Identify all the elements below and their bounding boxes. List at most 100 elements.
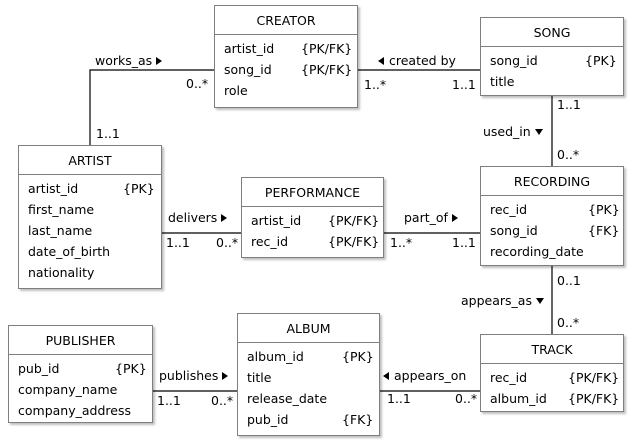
attribute-name: first_name (28, 202, 95, 217)
entity-performance[interactable]: PERFORMANCE artist_id{PK/FK} rec_id{PK/F… (241, 177, 384, 258)
arrow-right-icon (451, 214, 458, 222)
entity-title: CREATOR (215, 6, 357, 35)
cardinality: 1..1 (557, 97, 581, 112)
attribute-row: rec_id {PK/FK} (242, 231, 383, 252)
attribute-key: {PK} (588, 202, 620, 217)
attribute-row: song_id{PK} (481, 50, 623, 71)
attribute-name: rec_id (490, 370, 528, 385)
cardinality: 1..1 (387, 391, 411, 406)
attribute-key: {PK} (115, 361, 147, 376)
arrow-right-icon (221, 214, 228, 222)
attribute-row: title (481, 71, 623, 92)
attribute-name: company_name (18, 382, 118, 397)
cardinality: 0..* (211, 393, 234, 408)
attribute-name: artist_id (224, 41, 275, 56)
cardinality: 1..* (390, 235, 413, 250)
attribute-key: {PK} (342, 349, 374, 364)
attribute-row: last_name (19, 220, 161, 241)
entity-title: ALBUM (238, 314, 379, 343)
attribute-row: recording_date (481, 241, 623, 262)
cardinality: 1..1 (166, 235, 190, 250)
attribute-key: {PK/FK} (568, 391, 620, 406)
attribute-row: song_id {FK} (481, 220, 623, 241)
entity-album[interactable]: ALBUM album_id {PK} title release_date pu… (237, 313, 380, 436)
attribute-row: company_name (9, 379, 152, 400)
entity-song[interactable]: SONG song_id{PK} title (480, 17, 624, 96)
entity-title: PUBLISHER (9, 326, 152, 355)
entity-artist[interactable]: ARTIST artist_id {PK} first_name last_nam… (18, 145, 162, 289)
attribute-row: first_name (19, 199, 161, 220)
attribute-name: album_id (247, 349, 304, 364)
arrow-down-icon (535, 298, 544, 304)
attribute-name: recording_date (490, 244, 584, 259)
attribute-row: title (238, 367, 379, 388)
arrow-down-icon (534, 129, 543, 135)
attribute-row: role (215, 80, 357, 101)
cardinality: 1..1 (157, 393, 181, 408)
attribute-name: last_name (28, 223, 93, 238)
cardinality: 0..* (455, 391, 478, 406)
attribute-row: artist_id {PK/FK} (242, 210, 383, 231)
relationship-label: part_of (404, 210, 448, 225)
attribute-name: artist_id (28, 181, 79, 196)
relationship-label: created by (389, 53, 456, 68)
cardinality: 0..* (186, 76, 209, 91)
attribute-name: artist_id (251, 213, 302, 228)
cardinality: 0..* (557, 315, 580, 330)
entity-title: ARTIST (19, 146, 161, 175)
attribute-row: company_address (9, 400, 152, 421)
attribute-name: release_date (247, 391, 328, 406)
attribute-row: album_id {PK} (238, 346, 379, 367)
attribute-name: role (224, 83, 248, 98)
relationship-appears-as: appears_as (461, 293, 544, 308)
attribute-name: rec_id (251, 234, 289, 249)
attribute-name: date_of_birth (28, 244, 111, 259)
relationship-label: appears_on (394, 368, 467, 383)
attribute-name: pub_id (18, 361, 60, 376)
relationship-delivers: delivers (168, 210, 228, 225)
relationship-used-in: used_in (483, 124, 543, 139)
attribute-name: title (490, 74, 515, 89)
entity-creator[interactable]: CREATOR artist_id{PK/FK} song_id{PK/FK} … (214, 5, 358, 108)
attribute-name: title (247, 370, 272, 385)
arrow-right-icon (156, 57, 163, 65)
attribute-row: nationality (19, 262, 161, 283)
attribute-row: pub_id {PK} (9, 358, 152, 379)
attribute-name: company_address (18, 403, 131, 418)
entity-title: TRACK (481, 335, 623, 364)
attribute-key: {PK/FK} (301, 62, 353, 77)
attribute-name: album_id (490, 391, 547, 406)
attribute-row: rec_id{PK/FK} (481, 367, 623, 388)
relationship-appears-on: appears_on (383, 368, 466, 383)
cardinality: 1..1 (452, 77, 476, 92)
attribute-row: artist_id {PK} (19, 178, 161, 199)
attribute-name: song_id (490, 223, 538, 238)
attribute-key: {PK} (123, 181, 155, 196)
attribute-key: {PK} (585, 53, 617, 68)
attribute-row: pub_id{FK} (238, 409, 379, 430)
attribute-key: {PK/FK} (328, 213, 380, 228)
relationship-label: delivers (168, 210, 218, 225)
arrow-left-icon (378, 57, 384, 65)
attribute-key: {PK/FK} (328, 234, 380, 249)
cardinality: 0..* (216, 235, 239, 250)
attribute-row: artist_id{PK/FK} (215, 38, 357, 59)
relationship-part-of: part_of (404, 210, 458, 225)
relationship-publishes: publishes (159, 368, 229, 383)
entity-recording[interactable]: RECORDING rec_id{PK} song_id {FK} recordi… (480, 166, 624, 266)
cardinality: 0..* (557, 147, 580, 162)
attribute-row: rec_id{PK} (481, 199, 623, 220)
attribute-row: album_id {PK/FK} (481, 388, 623, 409)
arrow-left-icon (383, 372, 389, 380)
cardinality: 1..1 (452, 235, 476, 250)
attribute-key: {FK} (588, 223, 620, 238)
entity-track[interactable]: TRACK rec_id{PK/FK} album_id {PK/FK} (480, 334, 624, 412)
relationship-created-by: created by (378, 53, 456, 68)
relationship-label: appears_as (461, 293, 532, 308)
attribute-row: release_date (238, 388, 379, 409)
relationship-works-as: works_as (95, 53, 163, 68)
entity-title: RECORDING (481, 167, 623, 196)
relationship-label: used_in (483, 124, 531, 139)
entity-publisher[interactable]: PUBLISHER pub_id {PK} company_name compan… (8, 325, 153, 423)
